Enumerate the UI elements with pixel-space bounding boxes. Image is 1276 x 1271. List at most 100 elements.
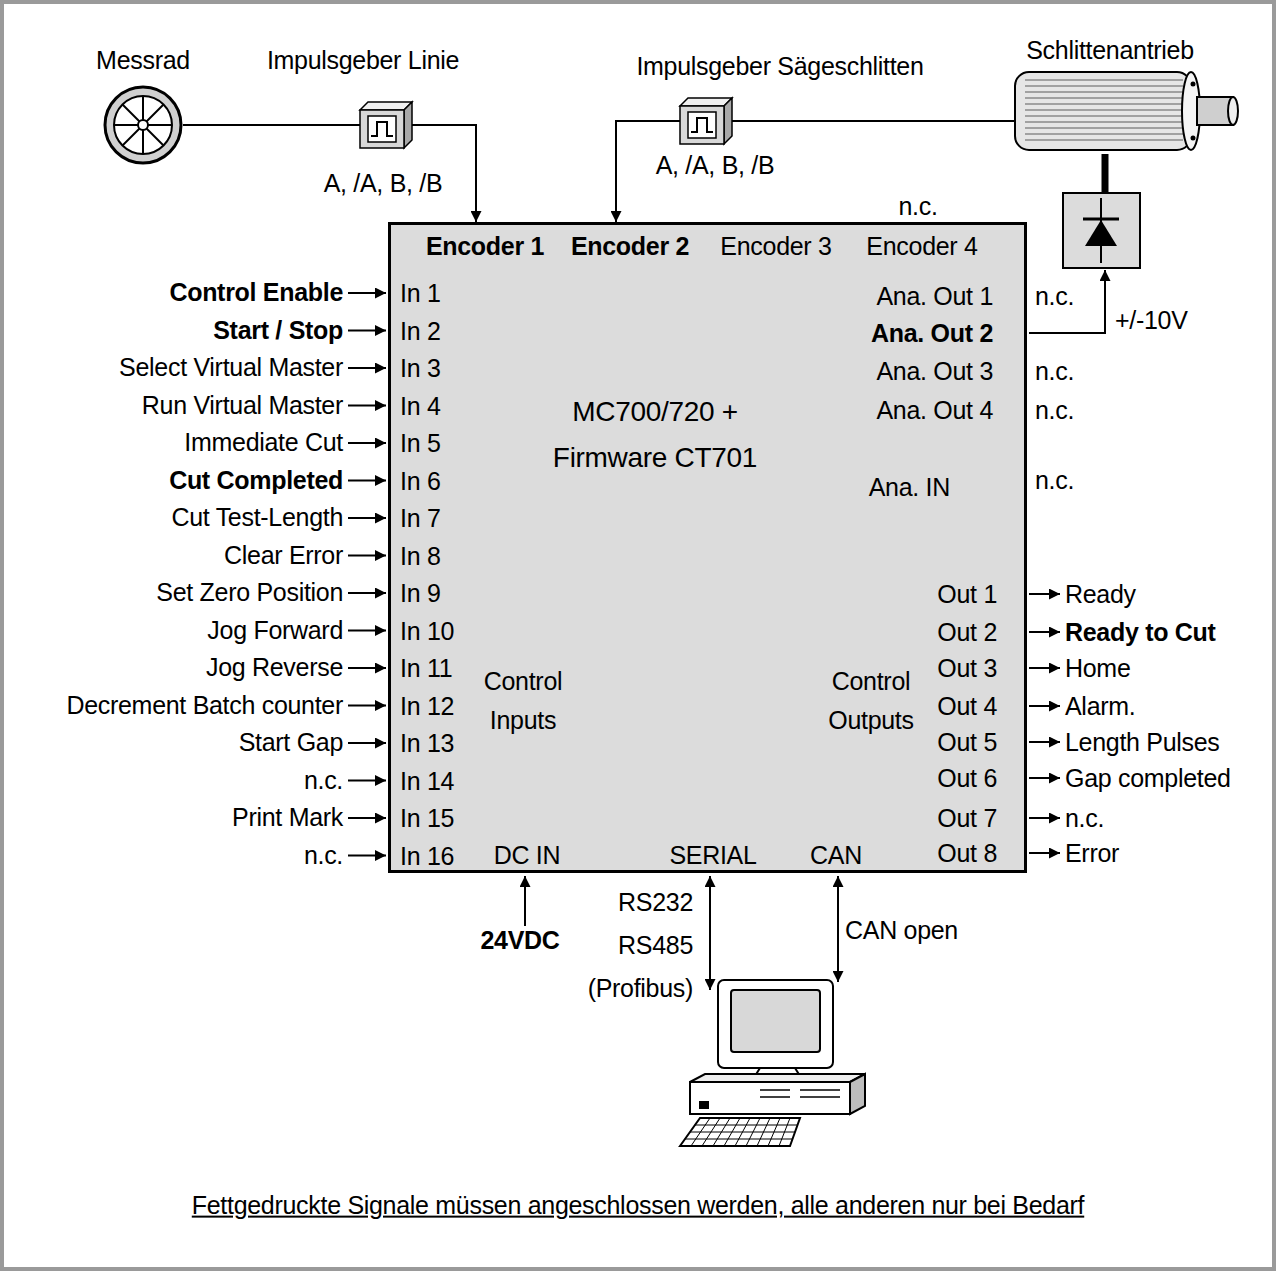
port-label: In 1 bbox=[400, 279, 441, 308]
port-label: Out 1 bbox=[937, 580, 997, 609]
port-label: In 5 bbox=[400, 429, 441, 458]
computer-icon bbox=[713, 1118, 730, 1146]
signal-label: Clear Error bbox=[224, 540, 343, 569]
encoder-box-shape bbox=[360, 102, 412, 148]
signal-label: Print Mark bbox=[232, 803, 343, 832]
encoder-box-shape bbox=[360, 110, 404, 148]
encoder-box-shape bbox=[680, 98, 732, 144]
port-label: In 14 bbox=[400, 766, 454, 795]
port-label: Out 8 bbox=[937, 839, 997, 868]
port-label: In 12 bbox=[400, 691, 454, 720]
computer-icon bbox=[685, 1118, 798, 1146]
signal-label: Cut Completed bbox=[169, 465, 343, 494]
port-label: In 4 bbox=[400, 391, 441, 420]
signal-arrows bbox=[348, 480, 386, 482]
signal-label: n.c. bbox=[1035, 466, 1074, 495]
component-label: Impulsgeber Sägeschlitten bbox=[636, 52, 923, 81]
signal-arrows bbox=[1029, 741, 1060, 743]
signal-label: Decrement Batch counter bbox=[66, 690, 343, 719]
signal-arrows bbox=[348, 817, 386, 819]
bus-arrows bbox=[524, 876, 526, 926]
measuring-wheel-shape bbox=[105, 87, 181, 163]
signal-label: Immediate Cut bbox=[184, 428, 343, 457]
signal-label: Start / Stop bbox=[213, 315, 343, 344]
thyristor-symbol bbox=[1063, 193, 1140, 268]
thyristor-symbol bbox=[1063, 193, 1140, 268]
computer-icon bbox=[768, 1118, 780, 1146]
motor-shape bbox=[1025, 103, 1183, 105]
port-label: Out 6 bbox=[937, 764, 997, 793]
computer-icon bbox=[680, 1118, 800, 1146]
measuring-wheel: Messrad bbox=[103, 85, 183, 165]
drive-wire bbox=[1102, 154, 1109, 193]
bus-arrows bbox=[525, 876, 838, 990]
signal-label: n.c. bbox=[304, 765, 343, 794]
signal-label: Cut Test-Length bbox=[171, 503, 343, 532]
port-label: Ana. Out 1 bbox=[876, 282, 993, 311]
encoder-box: Impulsgeber Sägeschlitten bbox=[680, 98, 732, 144]
signal-arrows bbox=[348, 742, 386, 744]
signal-arrows bbox=[348, 630, 386, 632]
motor-shape bbox=[1015, 68, 1240, 154]
signal-label: Error bbox=[1065, 839, 1119, 868]
drive-wire bbox=[1029, 270, 1105, 333]
motor-shape bbox=[1191, 82, 1196, 87]
port-label: Encoder 4 bbox=[866, 232, 977, 261]
bus-arrows bbox=[837, 876, 839, 982]
component-label: Impulsgeber Linie bbox=[267, 46, 459, 75]
signal-arrows bbox=[348, 442, 386, 444]
port-label: Out 2 bbox=[937, 618, 997, 647]
signal-label: n.c. bbox=[1065, 804, 1104, 833]
signal-label: Length Pulses bbox=[1065, 728, 1220, 757]
computer-icon bbox=[680, 980, 865, 1146]
signal-label: RS232 bbox=[618, 888, 693, 917]
signal-label: Jog Reverse bbox=[206, 653, 343, 682]
encoder-box-shape bbox=[691, 118, 713, 132]
bus-arrows bbox=[709, 876, 711, 990]
motor-shape bbox=[1025, 91, 1183, 93]
port-label: In 9 bbox=[400, 579, 441, 608]
signal-arrows bbox=[348, 705, 386, 707]
controller-box: Encoder 1Encoder 2Encoder 3Encoder 4In 1… bbox=[388, 222, 1027, 873]
signal-label: +/-10V bbox=[1115, 306, 1188, 335]
encoder-box-shape bbox=[371, 122, 393, 136]
signal-label: Control Enable bbox=[169, 278, 343, 307]
computer-icon bbox=[700, 1102, 708, 1108]
port-label: In 3 bbox=[400, 354, 441, 383]
signal-label: Set Zero Position bbox=[156, 578, 343, 607]
encoder-box-shape bbox=[404, 102, 412, 148]
port-label: Out 5 bbox=[937, 728, 997, 757]
signal-arrows bbox=[1029, 705, 1060, 707]
signal-label: (Profibus) bbox=[588, 974, 693, 1003]
signal-arrows bbox=[1029, 667, 1060, 669]
computer-icon bbox=[746, 1118, 760, 1146]
signal-label: 24VDC bbox=[480, 926, 559, 955]
edge-label: A, /A, B, /B bbox=[322, 169, 445, 198]
signal-arrows bbox=[348, 855, 386, 857]
signal-arrows bbox=[1029, 817, 1060, 819]
port-label: In 16 bbox=[400, 841, 454, 870]
computer-icon bbox=[760, 1096, 790, 1098]
motor-shape bbox=[1025, 139, 1183, 141]
signal-label: n.c. bbox=[1035, 282, 1074, 311]
signal-arrows bbox=[348, 367, 386, 369]
signal-label: n.c. bbox=[898, 192, 937, 221]
edge-label: A, /A, B, /B bbox=[654, 151, 777, 180]
signal-label: n.c. bbox=[1035, 357, 1074, 386]
motor-shape bbox=[1025, 79, 1183, 81]
port-label: Control Outputs bbox=[811, 662, 931, 740]
encoder-box-shape bbox=[724, 98, 732, 144]
motor-shape bbox=[1025, 127, 1183, 129]
signal-arrows bbox=[348, 330, 386, 332]
computer-icon bbox=[690, 1082, 850, 1114]
port-label: CAN bbox=[810, 841, 862, 870]
signal-label: n.c. bbox=[1035, 396, 1074, 425]
port-label: Ana. Out 4 bbox=[876, 396, 993, 425]
motor-shape bbox=[1228, 97, 1238, 125]
signal-label: Alarm. bbox=[1065, 692, 1135, 721]
measuring-wheel-shape bbox=[122, 104, 163, 145]
port-label: Encoder 1 bbox=[426, 232, 544, 261]
port-label: Control Inputs bbox=[468, 662, 578, 740]
measuring-wheel-shape bbox=[138, 120, 148, 130]
